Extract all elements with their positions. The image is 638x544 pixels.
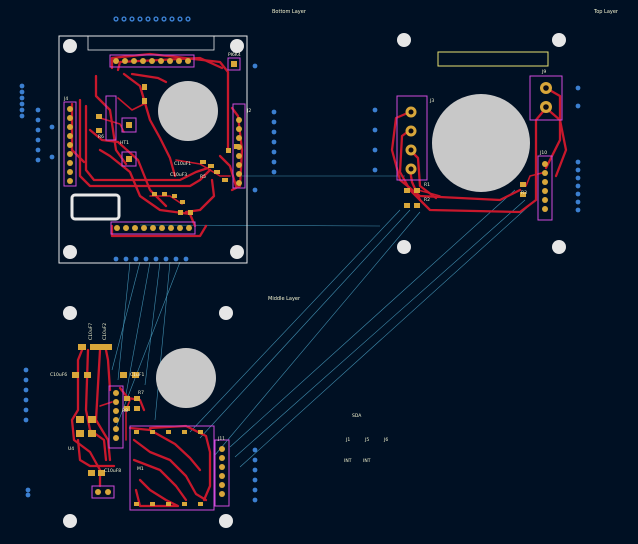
mid-mount-bl — [63, 514, 77, 528]
label-j5: J5 — [364, 437, 369, 443]
ref-c10uf8: C10uF8 — [104, 468, 121, 474]
header-bottom-outline — [110, 221, 196, 235]
bottom-layer-board: PI6K4 J2 J4 C10uF1 C10uF3 R5 R6 HT1 — [58, 35, 251, 264]
ref-m1: M1 — [137, 466, 144, 472]
header-bottom-pads — [114, 225, 192, 231]
top-mount-tr — [552, 33, 566, 47]
label-j1: J1 — [345, 437, 350, 443]
battery-outline — [70, 193, 121, 221]
via-column-mid — [252, 63, 277, 193]
mount-hole-tr — [230, 39, 244, 53]
label-int-2: INT — [363, 458, 371, 464]
label-sda: SDA — [352, 413, 362, 419]
ref-r7: R7 — [138, 390, 144, 396]
label-j6: J6 — [383, 437, 388, 443]
mount-hole-br — [230, 245, 244, 259]
smd-caps-middle — [72, 344, 140, 476]
ref-ht1: HT1 — [120, 140, 129, 146]
header-j10-outline — [537, 155, 553, 221]
ref-c10uf7: C10uF7 — [88, 323, 94, 340]
header-j11-outline — [214, 439, 230, 507]
center-hole-top — [432, 94, 530, 192]
module-m1-pads — [134, 430, 203, 506]
via-column-middle-left — [23, 367, 31, 498]
module-m1-courtyard — [129, 425, 215, 511]
ref-c10uf6: C10uF6 — [50, 372, 67, 378]
top-layer-board: J3 J9 J10 R1 R2 R3 — [390, 33, 568, 254]
top-silk-rect — [437, 51, 549, 67]
ratsnest-lines — [111, 175, 531, 468]
header-j9-pads — [540, 82, 552, 113]
resistors-top — [404, 182, 526, 208]
ref-c1uf1: C1uF1 — [130, 372, 144, 378]
via-row-top — [113, 16, 191, 22]
header-j3-pads — [405, 106, 417, 175]
ref-j9: J9 — [541, 69, 546, 75]
ref-r8: R8 — [122, 408, 128, 414]
header-j2-outline — [232, 103, 246, 189]
bottom-layer-label: Bottom Layer — [272, 9, 307, 15]
header-j2-pads — [236, 117, 242, 186]
mount-hole-bl — [63, 245, 77, 259]
via-row-bottom-board — [113, 256, 189, 262]
ref-j2: J2 — [246, 108, 251, 114]
ref-c10uf2: C10uF2 — [102, 323, 108, 340]
via-column-top-board-left — [372, 107, 378, 173]
via-column-left — [19, 83, 55, 163]
mid-mount-tr — [219, 306, 233, 320]
mid-mount-br — [219, 514, 233, 528]
header-top-outline — [109, 54, 195, 68]
top-mount-br — [552, 240, 566, 254]
ref-u4: U4 — [68, 446, 74, 452]
top-mount-bl — [397, 240, 411, 254]
center-hole-bottom — [158, 81, 218, 141]
ref-j4: J4 — [63, 96, 68, 102]
middle-layer-board: C10uF7 C10uF2 C10uF6 C1uF1 R7 R8 J11 C10… — [50, 306, 233, 528]
label-int-1: INT — [344, 458, 352, 464]
ref-r5: R5 — [200, 174, 206, 180]
via-column-middle-right — [252, 447, 258, 503]
mid-mount-tl — [63, 306, 77, 320]
ic-small-2 — [121, 151, 137, 167]
ref-r1: R1 — [424, 182, 430, 188]
header-j10-pads — [542, 161, 548, 212]
smd-pads-bottom — [96, 84, 239, 215]
ic-bottom-soic — [105, 95, 117, 141]
center-hole-middle — [156, 348, 216, 408]
via-column-right — [575, 85, 581, 213]
ref-j3: J3 — [429, 98, 434, 104]
ref-j11: J11 — [217, 436, 225, 442]
ref-c10uf1-bottom: C10uF1 — [174, 161, 191, 167]
pi6k4-footprint — [227, 57, 241, 71]
top-layer-label: Top Layer — [593, 9, 619, 15]
header-j9-outline — [529, 75, 563, 121]
ref-pi6k4: PI6K4 — [228, 52, 241, 58]
ic-small-1 — [121, 117, 137, 133]
middle-layer-label: Middle Layer — [268, 296, 301, 302]
header-j3-outline — [396, 95, 428, 181]
header-top-pads — [113, 58, 191, 64]
header-j11-pads — [219, 446, 225, 497]
two-pin-connector — [91, 485, 115, 499]
header-j6-pads — [67, 106, 73, 184]
header-u4-pads — [113, 390, 119, 441]
ref-r2: R2 — [424, 197, 430, 203]
header-j6-outline — [63, 101, 77, 187]
mount-hole-tl — [63, 39, 77, 53]
ref-c10uf3-bottom: C10uF3 — [170, 172, 187, 178]
ref-j10: J10 — [539, 150, 547, 156]
ref-r3: R3 — [521, 190, 527, 196]
header-u4-outline — [108, 385, 124, 449]
top-mount-tl — [397, 33, 411, 47]
edge-connector-outline — [87, 35, 215, 51]
ref-r6: R6 — [98, 134, 104, 140]
